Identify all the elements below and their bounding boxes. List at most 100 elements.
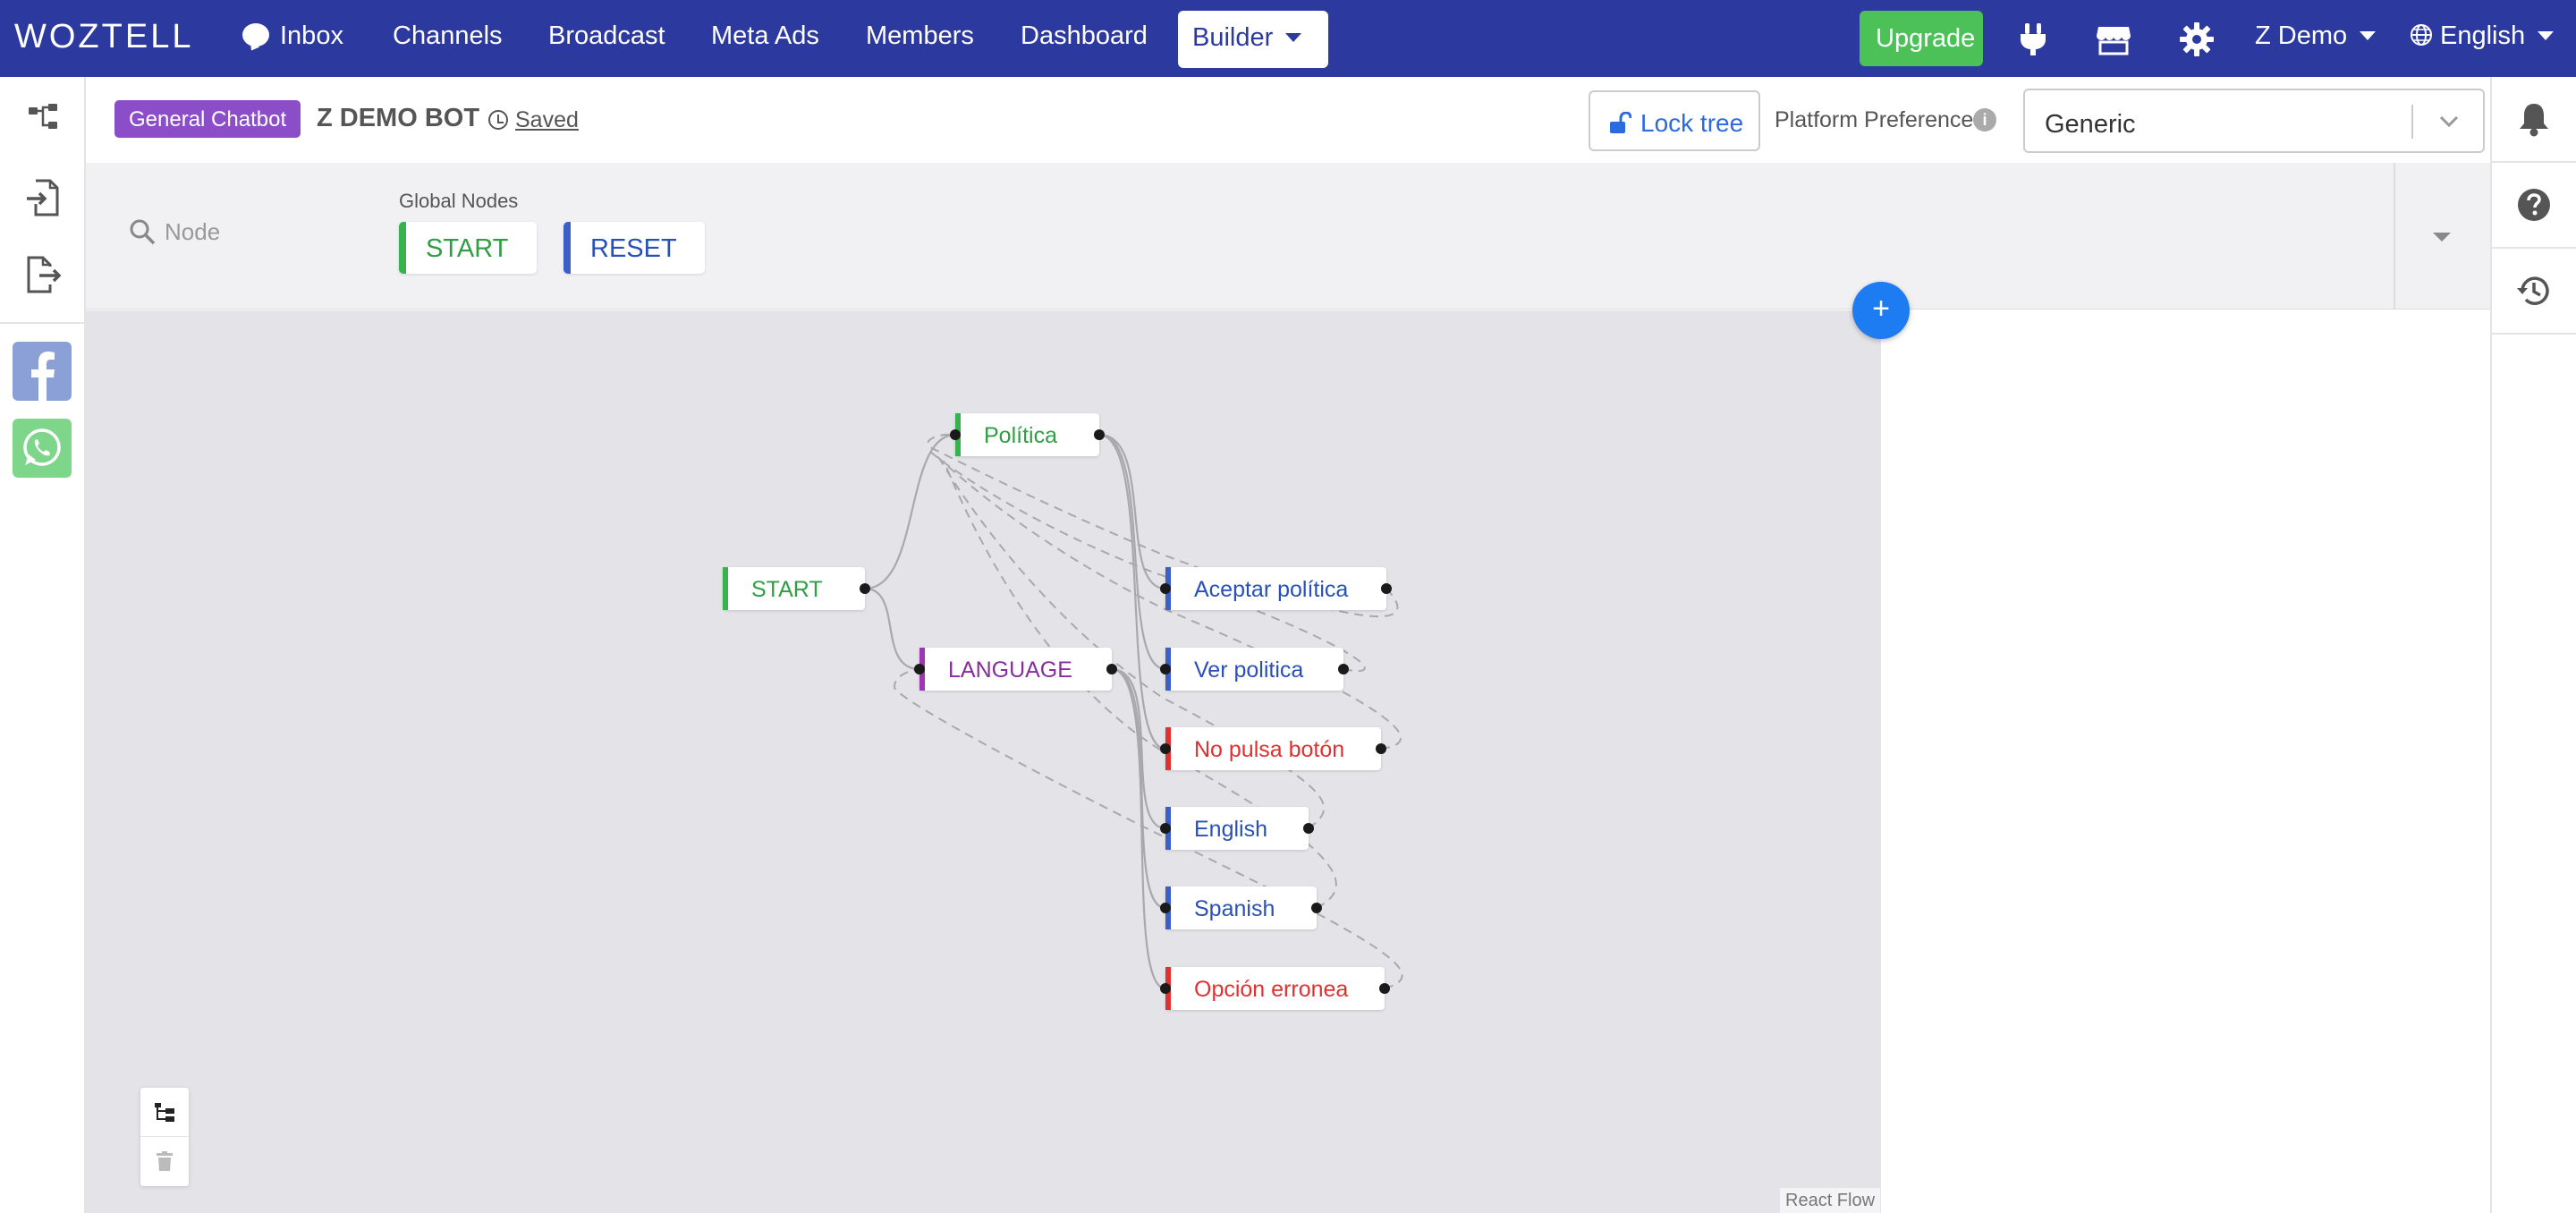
node-output-handle[interactable] — [1376, 743, 1386, 754]
flow-node-ver-politica[interactable]: Ver politica — [1165, 648, 1343, 691]
flow-node-label: LANGUAGE — [948, 657, 1072, 683]
builder-header: General Chatbot Z DEMO BOT Saved Lock tr… — [86, 77, 2490, 163]
lock-tree-button[interactable]: Lock tree — [1589, 90, 1760, 151]
node-output-handle[interactable] — [1381, 583, 1392, 594]
flow-node-label: No pulsa botón — [1194, 737, 1345, 762]
bell-icon — [2520, 104, 2548, 137]
lock-tree-label: Lock tree — [1640, 109, 1744, 137]
node-color-bar — [564, 222, 571, 274]
chatbot-type-badge: General Chatbot — [114, 100, 301, 138]
caret-down-icon — [1285, 33, 1302, 42]
platform-preference-label: Platform Preference — [1775, 107, 1974, 132]
history-button[interactable] — [2492, 249, 2576, 335]
node-output-handle[interactable] — [1106, 664, 1117, 674]
flow-node-label: START — [751, 577, 823, 602]
hierarchy-icon — [155, 1103, 174, 1122]
node-output-handle[interactable] — [860, 583, 870, 594]
left-sidebar — [0, 77, 86, 1213]
sidebar-divider — [0, 322, 86, 324]
node-search-input[interactable] — [165, 218, 361, 246]
node-output-handle[interactable] — [1094, 429, 1105, 440]
caret-down-icon — [2360, 31, 2377, 40]
global-node-start[interactable]: START — [399, 222, 537, 274]
delete-button[interactable] — [140, 1137, 189, 1185]
flow-node-label: Spanish — [1194, 896, 1275, 921]
notifications-button[interactable] — [2492, 77, 2576, 163]
panel-divider — [2394, 163, 2395, 310]
node-input-handle[interactable] — [1160, 743, 1171, 754]
node-input-handle[interactable] — [950, 429, 961, 440]
flow-node-no-pulsa-boton[interactable]: No pulsa botón — [1165, 727, 1381, 770]
top-navigation-bar: WOZTELL Inbox Channels Broadcast Meta Ad… — [0, 0, 2576, 77]
user-label: Z Demo — [2255, 21, 2348, 50]
node-input-handle[interactable] — [1160, 583, 1171, 594]
saved-label: Saved — [515, 107, 579, 132]
node-detail-panel — [1881, 310, 2490, 1213]
node-input-handle[interactable] — [1160, 664, 1171, 674]
user-menu[interactable]: Z Demo — [2255, 21, 2377, 51]
node-panel: Global Nodes START RESET — [86, 163, 2490, 310]
nav-meta-ads[interactable]: Meta Ads — [711, 21, 819, 50]
globe-icon — [2411, 24, 2432, 46]
nav-channels[interactable]: Channels — [393, 21, 503, 50]
collapse-panel-caret-icon[interactable] — [2433, 233, 2451, 242]
add-node-button[interactable]: + — [1852, 282, 1910, 339]
flow-node-start[interactable]: START — [723, 567, 865, 610]
facebook-channel-icon[interactable] — [13, 342, 72, 401]
nav-members[interactable]: Members — [866, 21, 974, 50]
tree-structure-icon[interactable] — [23, 98, 64, 140]
flow-node-opcion-erronea[interactable]: Opción erronea — [1165, 967, 1385, 1010]
node-output-handle[interactable] — [1338, 664, 1349, 674]
global-node-reset[interactable]: RESET — [564, 222, 705, 274]
tools-divider — [140, 1136, 189, 1137]
language-menu[interactable]: English — [2410, 21, 2555, 51]
flow-node-label: Política — [984, 423, 1057, 448]
flow-node-label: Ver politica — [1194, 657, 1304, 683]
bot-name: Z DEMO BOT — [317, 104, 480, 132]
flow-node-english[interactable]: English — [1165, 807, 1309, 850]
node-output-handle[interactable] — [1303, 823, 1314, 834]
platform-preference-select[interactable]: Generic — [2023, 89, 2485, 153]
nav-broadcast[interactable]: Broadcast — [548, 21, 665, 50]
info-icon[interactable]: i — [1973, 108, 1996, 131]
upgrade-button[interactable]: Upgrade — [1860, 11, 1983, 66]
builder-label: Builder — [1192, 23, 1274, 52]
history-icon — [2517, 276, 2549, 305]
node-output-handle[interactable] — [1311, 903, 1322, 913]
woztell-logo[interactable]: WOZTELL — [14, 18, 194, 55]
builder-dropdown[interactable]: Builder — [1178, 11, 1328, 68]
node-search[interactable] — [129, 218, 361, 246]
flow-node-aceptar-politica[interactable]: Aceptar política — [1165, 567, 1386, 610]
flow-node-label: Opción erronea — [1194, 977, 1349, 1002]
plug-icon[interactable] — [2015, 21, 2051, 57]
flow-node-spanish[interactable]: Spanish — [1165, 886, 1317, 929]
gear-icon[interactable] — [2179, 21, 2215, 57]
node-input-handle[interactable] — [1160, 903, 1171, 913]
import-file-icon[interactable] — [23, 177, 64, 218]
global-node-label: RESET — [590, 234, 677, 263]
select-separator — [2411, 105, 2413, 139]
flow-node-label: Aceptar política — [1194, 577, 1349, 602]
react-flow-attribution[interactable]: React Flow — [1780, 1188, 1881, 1213]
whatsapp-channel-icon[interactable] — [13, 419, 72, 478]
auto-layout-button[interactable] — [140, 1088, 189, 1136]
node-input-handle[interactable] — [914, 664, 925, 674]
node-input-handle[interactable] — [1160, 983, 1171, 994]
export-file-icon[interactable] — [23, 254, 64, 295]
global-nodes-label: Global Nodes — [399, 190, 519, 212]
node-color-bar — [723, 567, 728, 610]
nav-inbox[interactable]: Inbox — [242, 21, 343, 51]
help-button[interactable] — [2492, 163, 2576, 249]
flow-node-politica[interactable]: Política — [955, 413, 1099, 456]
saved-status[interactable]: Saved — [488, 107, 579, 133]
store-icon[interactable] — [2096, 21, 2131, 57]
node-input-handle[interactable] — [1160, 823, 1171, 834]
flow-node-language[interactable]: LANGUAGE — [919, 648, 1112, 691]
trash-icon — [157, 1151, 173, 1171]
language-label: English — [2440, 21, 2526, 50]
node-output-handle[interactable] — [1379, 983, 1390, 994]
right-sidebar — [2490, 77, 2576, 1213]
question-circle-icon — [2518, 189, 2550, 221]
nav-dashboard[interactable]: Dashboard — [1021, 21, 1148, 50]
clock-icon — [488, 110, 508, 130]
